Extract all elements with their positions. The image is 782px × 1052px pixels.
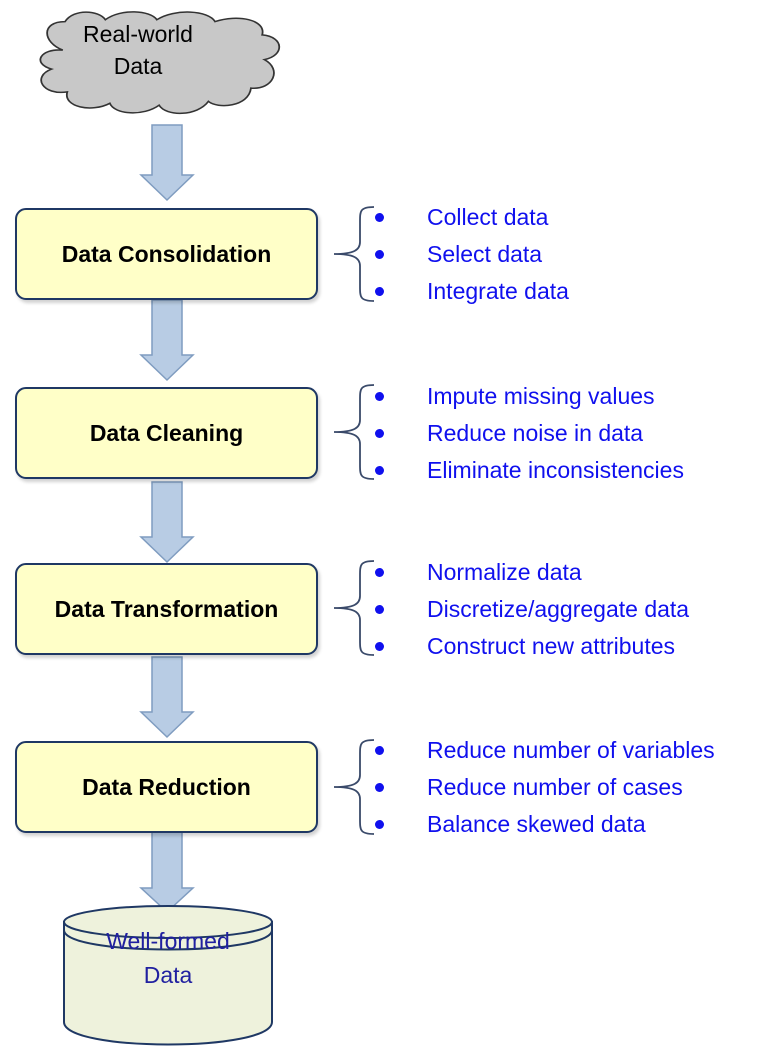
list-item: Integrate data [372, 273, 569, 310]
list-item: Reduce noise in data [372, 415, 684, 452]
bullet-dot-icon [375, 820, 384, 829]
list-item: Reduce number of variables [372, 732, 715, 769]
item-text: Balance skewed data [427, 811, 646, 837]
flow-arrow-5 [139, 831, 195, 914]
list-item: Normalize data [372, 554, 689, 591]
stage-items-reduction: Reduce number of variables Reduce number… [372, 732, 715, 843]
brace-2 [333, 384, 375, 480]
flow-arrow-3 [139, 481, 195, 564]
stage-box-reduction: Data Reduction [15, 741, 318, 833]
cloud-shape [39, 11, 281, 115]
item-text: Select data [427, 241, 543, 267]
stage-items-consolidation: Collect data Select data Integrate data [372, 199, 569, 310]
bullet-dot-icon [375, 466, 384, 475]
bullet-dot-icon [375, 250, 384, 259]
item-text: Normalize data [427, 559, 582, 585]
bullet-dot-icon [375, 783, 384, 792]
item-text: Discretize/aggregate data [427, 596, 690, 622]
flow-arrow-2 [139, 299, 195, 382]
stage-box-consolidation: Data Consolidation [15, 208, 318, 300]
item-text: Reduce number of cases [427, 774, 683, 800]
list-item: Construct new attributes [372, 628, 689, 665]
output-label-line1: Well-formed [106, 928, 230, 954]
item-text: Impute missing values [427, 383, 655, 409]
bullet-dot-icon [375, 392, 384, 401]
brace-3 [333, 560, 375, 656]
list-item: Balance skewed data [372, 806, 715, 843]
item-text: Construct new attributes [427, 633, 676, 659]
item-text: Eliminate inconsistencies [427, 457, 684, 483]
bullet-dot-icon [375, 642, 384, 651]
source-label: Real-world Data [68, 18, 208, 82]
source-label-line2: Data [113, 53, 163, 79]
item-text: Reduce noise in data [427, 420, 644, 446]
list-item: Eliminate inconsistencies [372, 452, 684, 489]
list-item: Discretize/aggregate data [372, 591, 689, 628]
stage-title: Data Reduction [82, 773, 251, 800]
bullet-dot-icon [375, 568, 384, 577]
bullet-dot-icon [375, 746, 384, 755]
stage-items-transformation: Normalize data Discretize/aggregate data… [372, 554, 689, 665]
database-cylinder [63, 905, 273, 1046]
bullet-dot-icon [375, 287, 384, 296]
list-item: Collect data [372, 199, 569, 236]
bullet-dot-icon [375, 605, 384, 614]
output-label-line2: Data [143, 962, 193, 988]
brace-4 [333, 739, 375, 835]
item-text: Integrate data [427, 278, 569, 304]
flow-arrow-1 [139, 124, 195, 202]
list-item: Impute missing values [372, 378, 684, 415]
stage-items-cleaning: Impute missing values Reduce noise in da… [372, 378, 684, 489]
stage-title: Data Consolidation [61, 240, 272, 267]
list-item: Select data [372, 236, 569, 273]
source-label-line1: Real-world [83, 21, 193, 47]
bullet-dot-icon [375, 429, 384, 438]
item-text: Reduce number of variables [427, 737, 715, 763]
list-item: Reduce number of cases [372, 769, 715, 806]
brace-1 [333, 206, 375, 302]
item-text: Collect data [427, 204, 549, 230]
stage-title: Data Cleaning [89, 419, 244, 446]
flow-arrow-4 [139, 656, 195, 739]
bullet-dot-icon [375, 213, 384, 222]
stage-box-transformation: Data Transformation [15, 563, 318, 655]
stage-title: Data Transformation [54, 595, 279, 622]
stage-box-cleaning: Data Cleaning [15, 387, 318, 479]
output-label: Well-formed Data [64, 924, 272, 992]
